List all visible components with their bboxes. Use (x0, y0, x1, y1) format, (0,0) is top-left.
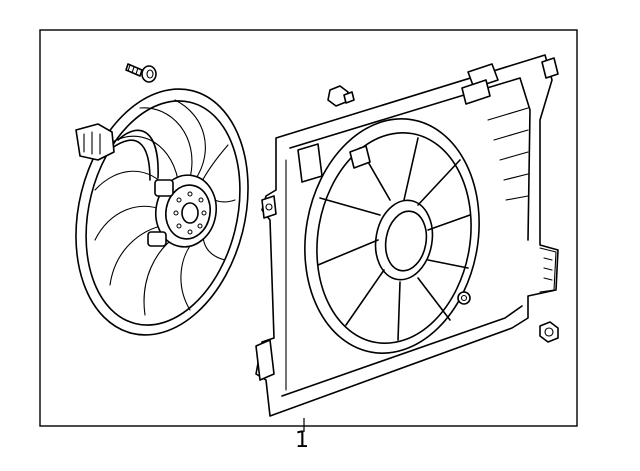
fan-assembly (75, 88, 249, 336)
diagram-frame (39, 29, 578, 427)
callout-label-1: 1 (295, 428, 309, 453)
push-clip (327, 85, 355, 107)
bolt (125, 63, 157, 83)
fan-shroud (255, 54, 559, 417)
nut (539, 321, 559, 343)
